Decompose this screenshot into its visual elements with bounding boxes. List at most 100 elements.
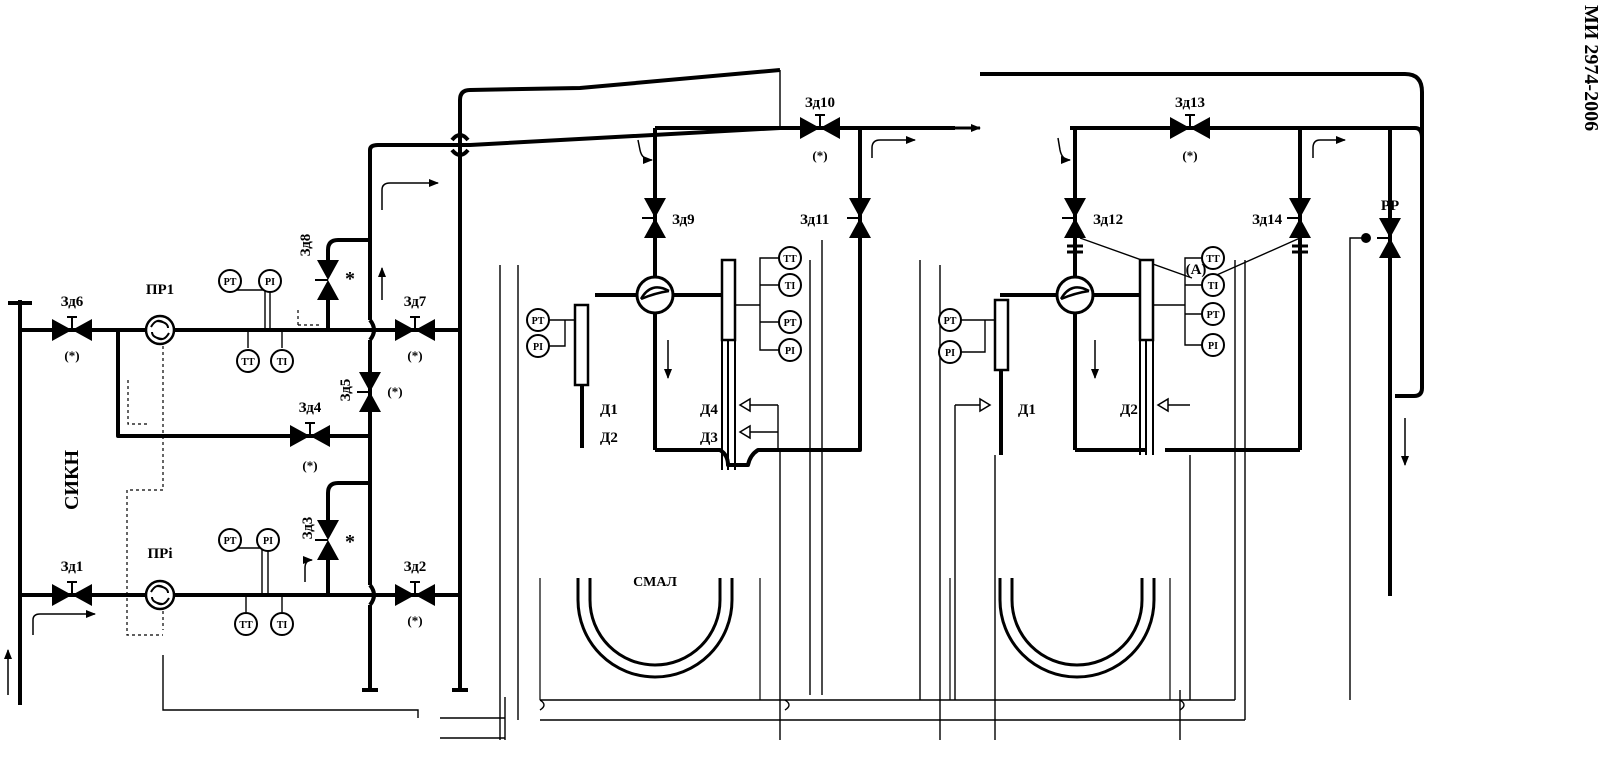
valve-zd4-label: Зд4 <box>299 400 322 416</box>
instrument-pi-tank1-inlet: PI <box>526 334 550 358</box>
valve-zd9-label: Зд9 <box>672 212 695 228</box>
svg-text:TT: TT <box>241 357 255 368</box>
svg-text:TT: TT <box>1206 254 1220 265</box>
sensor-d2-right: Д2 <box>1120 402 1138 418</box>
star-zd3: * <box>345 531 355 553</box>
instrument-pt-tank2-inlet: PT <box>938 308 962 332</box>
valve-zd8-label: Зд8 <box>298 234 314 257</box>
valve-zd1-label: Зд1 <box>61 559 84 575</box>
seal-mark-zd4: (*) <box>302 458 317 473</box>
valve-zd11-label: Зд11 <box>800 212 829 228</box>
valve-zd14-label: Зд14 <box>1252 212 1283 228</box>
seal-mark-zd13: (*) <box>1182 148 1197 163</box>
valve-zd2-label: Зд2 <box>404 559 427 575</box>
svg-text:TI: TI <box>277 357 288 368</box>
valve-zd9-icon <box>641 197 667 239</box>
flowmeter-pri-icon <box>144 579 176 611</box>
instrument-tt-tank2: TT <box>1201 246 1225 270</box>
sikn-label: СИКН <box>61 450 83 511</box>
valve-zd7-label: Зд7 <box>404 294 427 310</box>
sensor-d1-right: Д1 <box>1018 402 1036 418</box>
valve-zd14-icon <box>1286 197 1312 239</box>
instrument-ti-pr1: TI <box>270 349 294 373</box>
valve-zd6-label: Зд6 <box>61 294 84 310</box>
svg-text:TI: TI <box>277 620 288 631</box>
valve-zd1-icon <box>51 581 93 607</box>
flanges <box>1067 244 1308 254</box>
svg-text:PT: PT <box>224 536 237 547</box>
valve-zd13-label: Зд13 <box>1175 95 1205 111</box>
instrument-pt-tank2: PT <box>1201 302 1225 326</box>
instrument-pi-tank1: PI <box>778 338 802 362</box>
instrument-pt-pr1: PT <box>218 269 242 293</box>
svg-text:PT: PT <box>224 277 237 288</box>
instrument-pt-tank1-inlet: PT <box>526 308 550 332</box>
callout-a: (A) <box>1186 262 1207 278</box>
instrument-ti-pri: TI <box>270 612 294 636</box>
valve-zd12-icon <box>1061 197 1087 239</box>
sample-probes <box>573 258 1169 470</box>
seal-mark-zd7: (*) <box>407 348 422 363</box>
seal-mark-zd5: (*) <box>387 384 402 399</box>
svg-text:PT: PT <box>532 316 545 327</box>
instrument-ti-tank2: TI <box>1201 273 1225 297</box>
valve-zd2-icon <box>394 581 436 607</box>
svg-text:TT: TT <box>783 254 797 265</box>
valve-zd4-icon <box>289 422 331 448</box>
svg-text:PT: PT <box>784 318 797 329</box>
instrument-pi-pr1: PI <box>258 269 282 293</box>
mixer-left-icon <box>635 275 675 315</box>
seal-mark-zd6: (*) <box>64 348 79 363</box>
document-code: МИ 2974-2006 <box>1580 5 1600 131</box>
valve-zd3-icon <box>314 519 340 561</box>
valve-zd3-label: Зд3 <box>300 517 316 540</box>
valve-zd7-icon <box>394 316 436 342</box>
star-zd8: * <box>345 268 355 290</box>
valve-zd13-icon <box>1169 114 1211 140</box>
instrument-pi-tank2: PI <box>1201 333 1225 357</box>
instrument-tt-tank1: TT <box>778 246 802 270</box>
svg-text:PI: PI <box>533 342 543 353</box>
flowmeter-pr1-label: ПР1 <box>146 282 174 298</box>
svg-text:PI: PI <box>265 277 275 288</box>
valve-rr-label: РР <box>1381 198 1399 214</box>
valve-zd10-icon <box>799 114 841 140</box>
svg-text:PT: PT <box>1207 310 1220 321</box>
valve-zd11-icon <box>846 197 872 239</box>
svg-text:PI: PI <box>1208 341 1218 352</box>
mixer-right-icon <box>1055 275 1095 315</box>
instrument-pt-tank1: PT <box>778 310 802 334</box>
instrument-pi-tank2-inlet: PI <box>938 340 962 364</box>
u-tubes <box>539 578 1171 700</box>
signal-lines <box>126 70 1366 740</box>
seal-mark-zd2: (*) <box>407 613 422 628</box>
flow-arrows <box>3 124 1409 695</box>
instrument-pi-pri: PI <box>256 528 280 552</box>
sensor-d2-left: Д2 <box>600 430 618 446</box>
sensor-d3: Д3 <box>700 430 718 446</box>
tank-label: СМАЛ <box>633 575 677 590</box>
sensor-d1-left: Д1 <box>600 402 618 418</box>
valve-rr-icon <box>1376 217 1402 259</box>
main-pipes <box>8 68 1424 705</box>
instrument-tt-pr1: TT <box>236 349 260 373</box>
valve-zd10-label: Зд10 <box>805 95 835 111</box>
svg-text:TI: TI <box>1208 281 1219 292</box>
flowmeter-pri-label: ПРi <box>148 546 173 562</box>
seal-mark-zd10: (*) <box>812 148 827 163</box>
svg-text:PI: PI <box>263 536 273 547</box>
valve-zd12-label: Зд12 <box>1093 212 1123 228</box>
svg-text:PI: PI <box>785 346 795 357</box>
valve-zd6-icon <box>51 316 93 342</box>
sensor-d4: Д4 <box>700 402 718 418</box>
valve-zd5-label: Зд5 <box>338 379 354 402</box>
valve-zd8-icon <box>314 259 340 301</box>
instrument-tt-pri: TT <box>234 612 258 636</box>
valve-zd5-icon <box>356 371 382 413</box>
svg-text:PI: PI <box>945 348 955 359</box>
instrument-ti-tank1: TI <box>778 273 802 297</box>
flowmeter-pr1-icon <box>144 314 176 346</box>
svg-text:TI: TI <box>785 281 796 292</box>
svg-text:PT: PT <box>944 316 957 327</box>
